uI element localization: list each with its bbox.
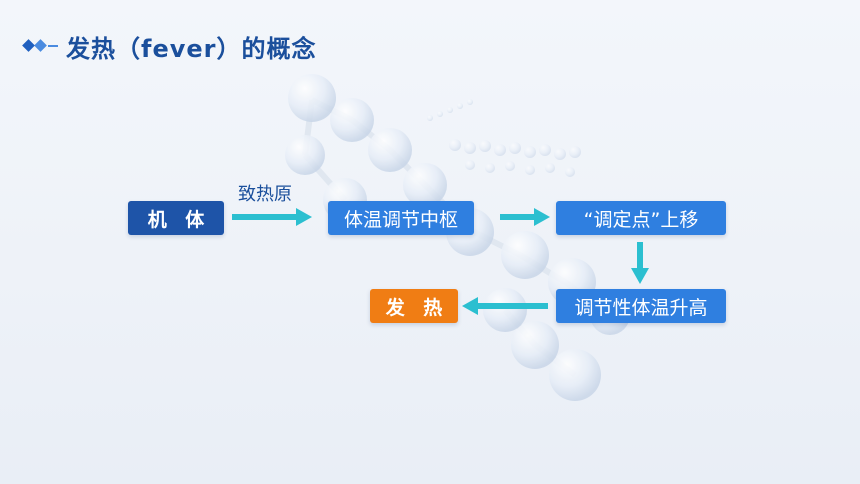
slide-header: 发热（fever）的概念 [20, 28, 316, 64]
regulated-temperature-rise-node: 调节性体温升高 [556, 289, 726, 323]
setpoint-shift-node: “调定点”上移 [556, 201, 726, 235]
body-node: 机 体 [128, 201, 224, 235]
thermoregulatory-center-node: 体温调节中枢 [328, 201, 474, 235]
page-title: 发热（fever）的概念 [66, 34, 317, 63]
pyrogen-label: 致热原 [238, 184, 292, 205]
fever-node: 发 热 [370, 289, 458, 323]
diamond-bullet-icon [20, 36, 66, 56]
